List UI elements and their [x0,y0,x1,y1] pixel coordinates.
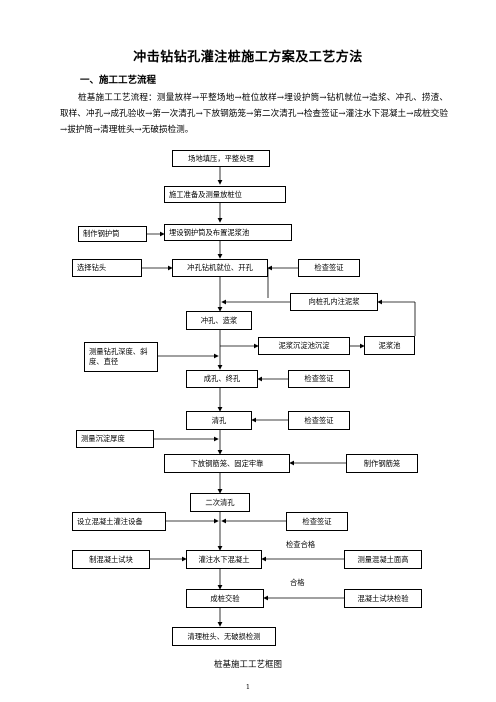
measure-depth-box: 测量钻孔深度、斜度、直径 [84,342,158,372]
second-clean-box: 二次清孔 [190,493,250,512]
handover-box: 成桩交验 [186,589,264,608]
pour-equipment-label: 设立混凝土灌注设备 [77,516,143,526]
measure-sediment-label: 测量沉淀厚度 [81,434,125,443]
measure-sediment-box: 测量沉淀厚度 [76,430,154,448]
make-test-block-label: 制混凝土试块 [89,554,133,564]
measure-surface-label: 测量混凝土面高 [357,554,409,564]
pour-equipment-box: 设立混凝土灌注设备 [72,512,166,531]
check-box-4: 检查签证 [286,512,348,531]
mud-pit-box: 泥浆池 [364,336,415,355]
settle-tank-label: 泥浆沉淀池沉淀 [278,341,330,350]
survey-prep-label: 施工准备及测量放桩位 [169,189,242,199]
hole-done-label: 成孔、终孔 [203,374,241,383]
pass-label: 合格 [290,578,305,587]
check-pass-label: 检查合格 [286,540,316,549]
check-box-3: 检查签证 [288,411,350,430]
site-prep-label: 场地填压，平整处理 [188,153,254,163]
figure-caption: 桩基施工工艺框图 [213,660,282,670]
clean-hole-box: 清孔 [186,411,252,430]
make-cage-label: 制作钢筋笼 [363,458,401,468]
mud-pit-label: 泥浆池 [378,340,401,350]
rig-position-label: 冲孔钻机就位、开孔 [187,263,253,272]
check-label-1: 检查签证 [314,263,344,272]
check-box-2: 检查签证 [288,370,350,388]
select-bit-label: 选择钻头 [77,263,107,272]
inject-mud-label: 向桩孔内注泥浆 [308,297,360,306]
inject-mud-box: 向桩孔内注泥浆 [290,293,378,311]
process-paragraph: 桩基施工工艺流程：测量放样→平整场地→桩位放样→埋设护筒→钻机就位→造浆、冲孔、… [60,93,448,135]
final-inspection-box: 清理桩头、无破损检测 [172,627,276,646]
site-prep-box: 场地填压，平整处理 [172,150,270,167]
bury-casing-label: 埋设钢护筒及布置泥浆池 [169,227,250,237]
section-heading: 一、施工工艺流程 [80,75,157,86]
block-test-box: 混凝土试块检验 [344,589,422,608]
check-label-3: 检查签证 [304,415,334,425]
lower-cage-box: 下放钢筋笼、固定牢靠 [164,454,290,473]
make-casing-box: 制作钢护筒 [78,226,147,242]
measure-depth-label: 测量钻孔深度、斜度、直径 [89,347,148,366]
clean-hole-label: 清孔 [211,415,227,425]
final-inspection-label: 清理桩头、无破损检测 [187,631,261,641]
bury-casing-box: 埋设钢护筒及布置泥浆池 [164,224,292,241]
block-test-label: 混凝土试块检验 [357,593,409,603]
lower-cage-label: 下放钢筋笼、固定牢靠 [190,458,264,468]
drill-mud-box: 冲孔、造浆 [186,311,252,330]
pour-concrete-label: 灌注水下混凝土 [198,554,250,564]
pour-concrete-box: 灌注水下混凝土 [186,550,262,569]
handover-label: 成桩交验 [210,593,240,603]
check-label-4: 检查签证 [302,516,332,526]
drill-mud-label: 冲孔、造浆 [200,315,238,325]
make-cage-box: 制作钢筋笼 [346,454,418,473]
check-box-1: 检查签证 [298,259,360,277]
measure-surface-box: 测量混凝土面高 [344,550,422,569]
rig-position-box: 冲孔钻机就位、开孔 [172,259,268,277]
check-label-2: 检查签证 [304,374,334,383]
hole-done-box: 成孔、终孔 [186,370,258,388]
make-casing-label: 制作钢护筒 [83,229,120,238]
settle-tank-box: 泥浆沉淀池沉淀 [258,337,350,355]
make-test-block-box: 制混凝土试块 [72,550,150,569]
select-bit-box: 选择钻头 [72,259,142,277]
document-title: 冲击钻钻孔灌注桩施工方案及工艺方法 [133,50,363,65]
survey-prep-box: 施工准备及测量放桩位 [164,186,286,203]
page-number: 1 [245,683,251,691]
second-clean-label: 二次清孔 [205,497,235,507]
